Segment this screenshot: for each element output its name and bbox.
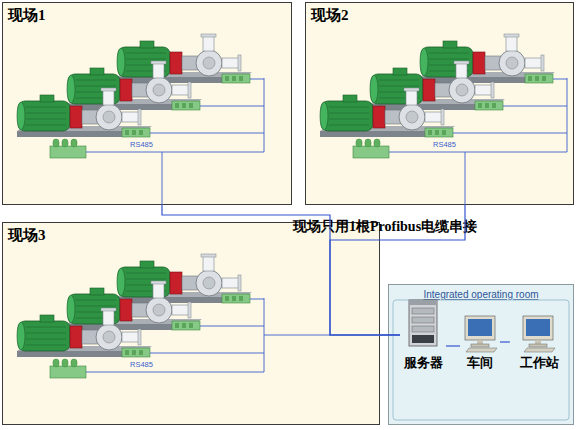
bus-cable	[162, 205, 400, 335]
pc-node: 车间	[460, 312, 500, 372]
node-heading: 现场3	[8, 226, 46, 245]
node-heading: 工作站	[504, 354, 574, 372]
server-node: 服务器	[400, 298, 446, 372]
bus-cable	[380, 334, 400, 335]
bus-cable	[500, 341, 510, 342]
site-box: 现场2	[305, 2, 574, 205]
pc-node: 工作站	[510, 312, 568, 372]
site-box: 现场3	[2, 222, 380, 425]
node-heading: 现场1	[8, 6, 46, 25]
node-heading: 现场2	[311, 6, 349, 25]
node-heading: 服务器	[394, 354, 452, 372]
node-heading: Integrated operating room	[389, 289, 573, 300]
bus-cable	[330, 205, 465, 335]
control-room-box: Integrated operating room服务器车间工作站	[388, 284, 574, 425]
bus-cable	[446, 345, 460, 346]
node-heading: 车间	[454, 354, 506, 372]
site-box: 现场1	[2, 2, 292, 205]
